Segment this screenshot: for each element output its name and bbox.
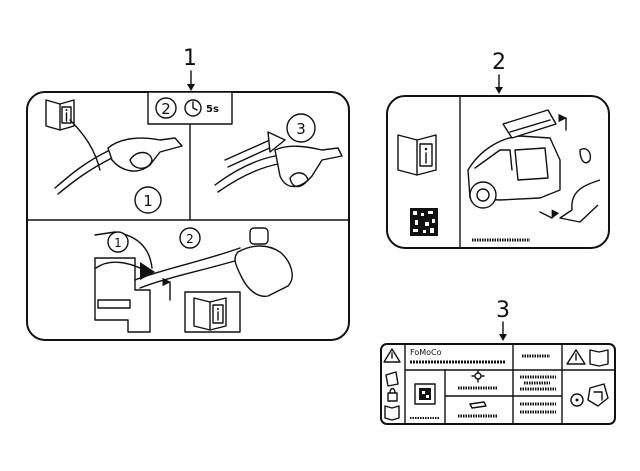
header-step-number: 2 [161,100,171,118]
label-3-header-text: FoMoCo [410,348,442,357]
step-b-number: 3 [296,120,306,138]
callout-3: 3 [496,298,510,323]
header-time: 5s [206,104,219,115]
time-header-box [147,91,233,125]
qr-code-icon [410,208,438,236]
fuel-can-icon [234,227,293,297]
warning-triangle-icon [383,348,401,363]
step-circle-d [179,227,201,249]
label-1: 2 5s 1 [26,91,350,341]
info-book-icon [397,134,437,176]
leader-arrowhead-3 [499,334,507,341]
fuel-filler-icon [94,231,246,333]
info-book-icon [45,99,75,131]
step-circle-c [107,231,129,253]
callout-2: 2 [492,50,506,75]
step-d-number: 2 [186,232,194,246]
qr-code-icon-small [414,383,436,405]
hand-icon [385,371,399,387]
fan-icon [469,401,487,409]
label-2-outline [386,95,610,249]
foot-kick-icon [539,148,601,223]
label-3: FoMoCo [380,343,616,425]
info-book-icon-lower [184,291,241,333]
callout-1: 1 [183,46,197,71]
leader-arrowhead-2 [495,87,503,94]
step-a-number: 1 [143,192,153,210]
suv-tailgate-icon [467,109,567,209]
step-c-number: 1 [114,236,122,250]
lock-icon [387,387,398,402]
clock-icon [184,99,202,117]
fuel-nozzle-removal-icon [214,131,343,193]
label-3-outline [380,343,616,425]
warning-book-icons [566,349,609,367]
step-circle-a [134,186,162,214]
step-circle-b [286,113,316,143]
step-circle-header [155,97,177,119]
label-2 [386,95,610,249]
book-icon [384,405,400,421]
leader-arrowhead-1 [187,84,195,91]
fuel-nozzle-icon [54,119,183,195]
sun-icon [471,369,485,383]
fan-icon-large [570,383,609,407]
